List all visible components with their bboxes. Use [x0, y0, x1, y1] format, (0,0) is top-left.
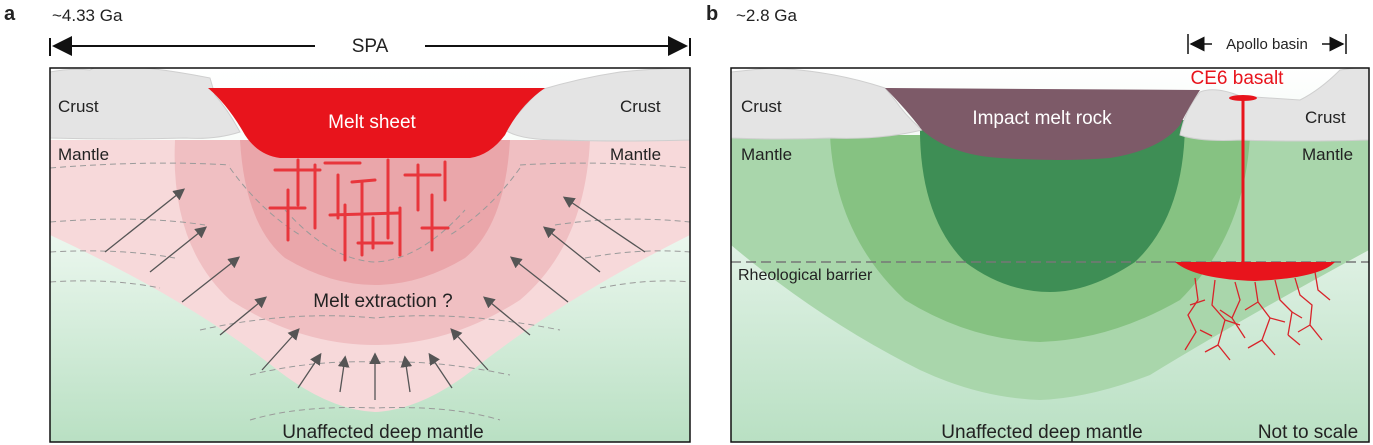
melt-sheet-label: Melt sheet: [328, 112, 416, 133]
mantle-right-label-b: Mantle: [1302, 145, 1353, 164]
panel-b-letter: b: [706, 3, 718, 25]
panel-b-frame: [730, 67, 1370, 443]
rheological-barrier-label: Rheological barrier: [738, 267, 873, 284]
panel-b: b ~2.8 Ga Apollo basin: [706, 3, 1370, 443]
crust-left: [50, 68, 241, 140]
melt-vein-network: [1184, 271, 1331, 361]
apollo-basin-span: [1187, 34, 1347, 54]
ce6-basalt-label: CE6 basalt: [1191, 68, 1285, 89]
crust-left-label: Crust: [58, 97, 99, 116]
apollo-basin-label: Apollo basin: [1226, 36, 1308, 53]
mantle-left-label: Mantle: [58, 145, 109, 164]
panel-a-letter: a: [4, 3, 16, 25]
mantle-contours: [50, 162, 690, 421]
melt-dikes: [268, 158, 450, 262]
mantle-right-label: Mantle: [610, 145, 661, 164]
panel-a-bottom-label: Unaffected deep mantle: [282, 422, 483, 443]
crust-right-label-b: Crust: [1305, 108, 1346, 127]
mantle-zone-core: [919, 120, 1185, 292]
mantle-left-label-b: Mantle: [741, 145, 792, 164]
panel-b-bottom-label: Unaffected deep mantle: [941, 422, 1142, 443]
ce6-basalt-system: [1175, 95, 1335, 281]
impact-melt-rock-label: Impact melt rock: [972, 108, 1112, 129]
crust-right-label: Crust: [620, 97, 661, 116]
panel-a: a ~4.33 Ga SPA: [4, 3, 691, 443]
panel-a-frame: [49, 67, 691, 443]
melt-extraction-arrows: [104, 188, 646, 400]
impact-melt-rock: [885, 88, 1200, 160]
melt-extraction-label: Melt extraction ?: [313, 291, 452, 312]
spa-label: SPA: [352, 36, 389, 57]
melt-sheet: [208, 88, 545, 158]
panel-b-age: ~2.8 Ga: [736, 6, 798, 25]
panel-a-age: ~4.33 Ga: [52, 6, 123, 25]
not-to-scale-label: Not to scale: [1258, 422, 1358, 443]
crust-left-label-b: Crust: [741, 97, 782, 116]
spa-span-arrow: [49, 36, 691, 56]
